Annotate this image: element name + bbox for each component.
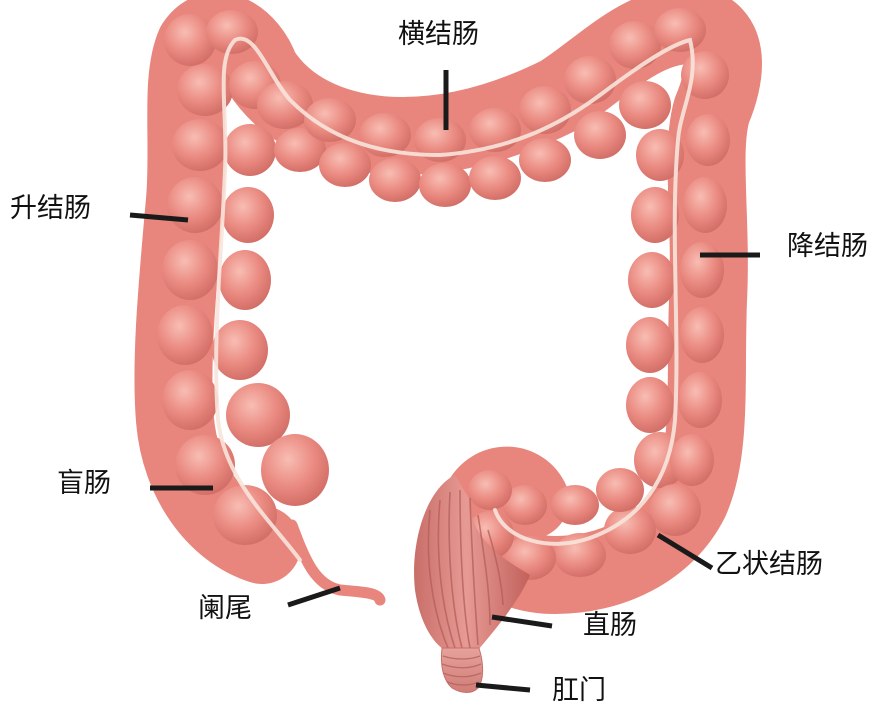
leader-anus	[476, 685, 530, 690]
leader-appendix	[288, 588, 340, 605]
label-transverse-colon: 横结肠	[398, 21, 479, 48]
label-appendix: 阑尾	[198, 595, 252, 622]
label-anus: 肛门	[552, 677, 606, 704]
label-cecum: 盲肠	[57, 470, 111, 497]
label-sigmoid-colon: 乙状结肠	[715, 551, 823, 578]
label-descending-colon: 降结肠	[787, 233, 868, 260]
label-ascending-colon: 升结肠	[10, 195, 91, 222]
label-rectum: 直肠	[583, 612, 637, 639]
